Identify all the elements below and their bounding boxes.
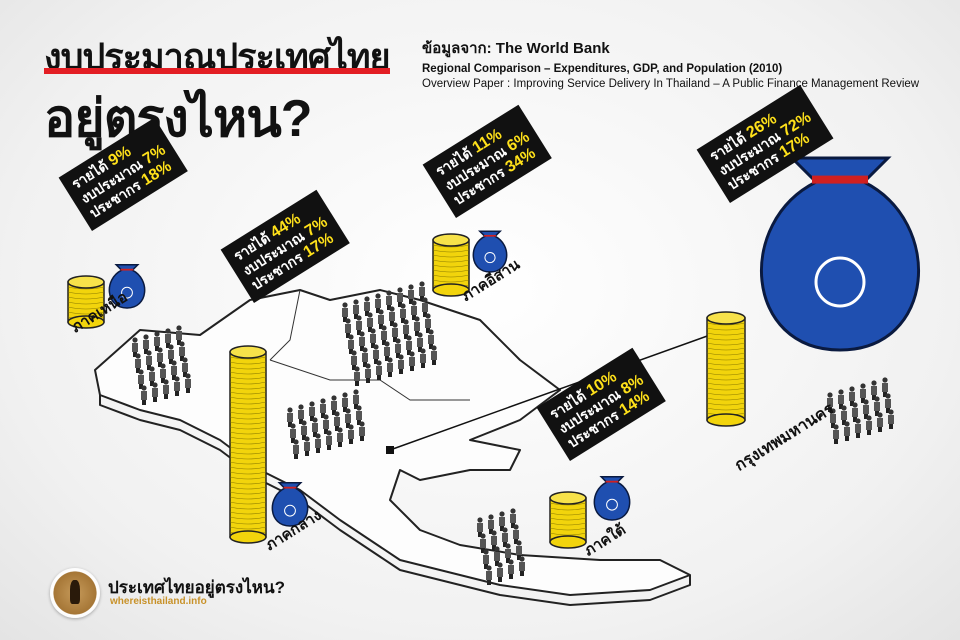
money-bag-icon [108, 264, 146, 309]
people-group [827, 377, 894, 444]
bangkok-pointer-line [389, 329, 725, 451]
coffee-cup-logo [50, 568, 100, 618]
people-group [287, 389, 365, 459]
money-bag-icon [271, 482, 309, 527]
coin-stack [432, 233, 470, 297]
coin-stack [67, 275, 105, 329]
people-groups [132, 281, 894, 585]
title-underline [44, 68, 390, 74]
money-bag-icon [593, 476, 631, 521]
coin-stack [706, 311, 746, 427]
coin-stack [229, 345, 267, 544]
people-group [477, 508, 525, 585]
source-line-1: Regional Comparison – Expenditures, GDP,… [422, 63, 783, 75]
money-bags [108, 156, 921, 527]
source-heading: ข้อมูลจาก: The World Bank [422, 40, 610, 57]
people-group [342, 281, 437, 386]
people-group [132, 325, 191, 405]
bangkok-marker [386, 446, 394, 454]
page-subtitle: อยู่ตรงไหน? [44, 90, 313, 148]
coin-stacks [67, 233, 746, 549]
money-bag-icon [759, 156, 921, 352]
footer-url[interactable]: whereisthailand.info [110, 596, 207, 607]
money-bag-icon [472, 230, 508, 273]
footer-title: ประเทศไทยอยู่ตรงไหน? [108, 578, 285, 597]
coin-stack [549, 491, 587, 549]
